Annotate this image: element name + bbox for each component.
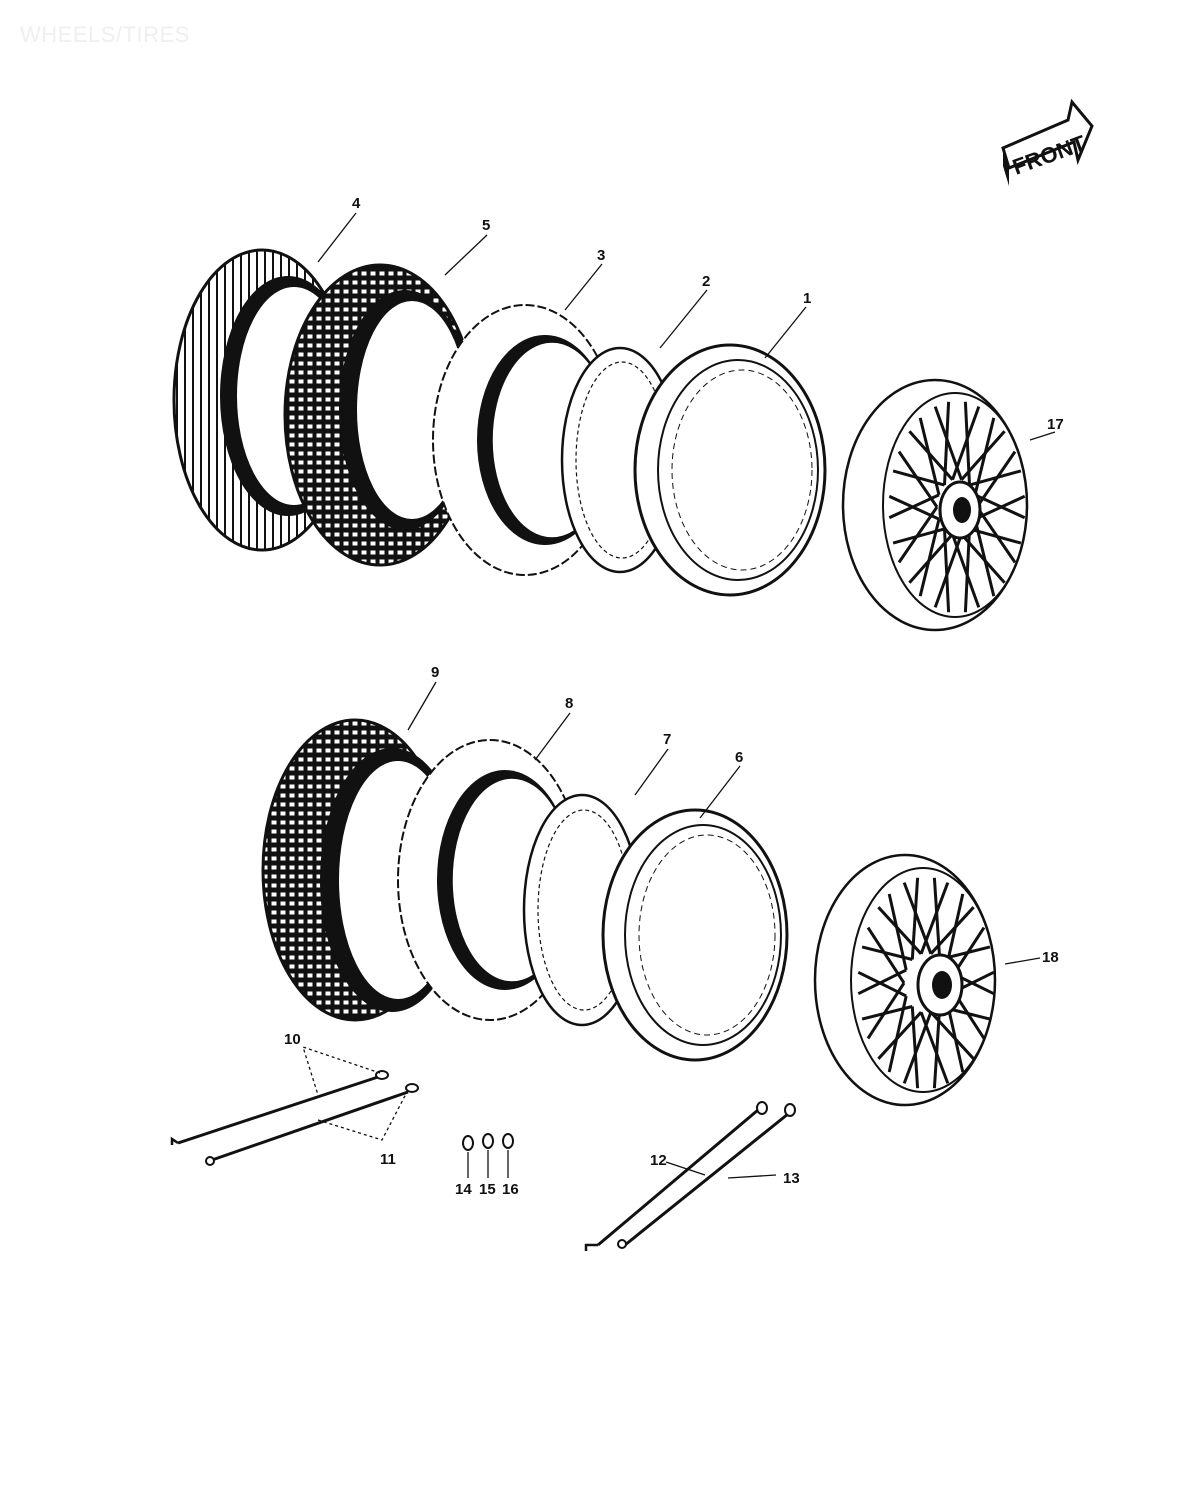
spoke-line xyxy=(857,968,907,996)
rear-rim xyxy=(601,808,789,1062)
callout-2: 2 xyxy=(702,273,710,290)
spoke-nipples xyxy=(462,1133,514,1151)
callout-6: 6 xyxy=(735,749,743,766)
callout-12: 12 xyxy=(650,1152,667,1169)
callout-4: 4 xyxy=(352,195,361,212)
spoke-line xyxy=(973,417,996,496)
callout-18: 18 xyxy=(1042,949,1059,966)
callout-labels: 4 5 3 2 1 17 9 8 7 6 18 10 11 12 13 14 1… xyxy=(284,195,1064,1198)
leader-lines xyxy=(301,212,1056,1179)
callout-7: 7 xyxy=(663,731,671,748)
front-wheel-assembly xyxy=(172,248,1029,632)
spoke-line xyxy=(897,506,939,564)
spoke-line xyxy=(877,906,923,955)
spoke-line xyxy=(866,982,906,1040)
spoke-line xyxy=(963,401,971,486)
callout-15: 15 xyxy=(479,1181,496,1198)
front-rim xyxy=(633,343,827,597)
front-direction-badge: FRONT xyxy=(1001,98,1094,186)
callout-10: 10 xyxy=(284,1031,301,1048)
callout-5: 5 xyxy=(482,217,490,234)
callout-9: 9 xyxy=(431,664,439,681)
spoke-line xyxy=(933,406,963,481)
front-tire-block-tread xyxy=(283,263,477,567)
page-title: WHEELS/TIRES xyxy=(20,22,190,47)
rear-wheel-assembly xyxy=(261,718,997,1107)
spoke-line xyxy=(888,493,940,520)
spoke-line xyxy=(918,518,941,597)
callout-1: 1 xyxy=(803,290,811,307)
spoke-line xyxy=(969,527,1022,545)
front-spoked-wheel xyxy=(841,378,1029,632)
spoke-line xyxy=(929,1011,975,1060)
callout-13: 13 xyxy=(783,1170,800,1187)
spoke-line xyxy=(902,882,933,955)
callout-17: 17 xyxy=(1047,416,1064,433)
spoke-set-right xyxy=(584,1101,796,1251)
spoke-line xyxy=(974,493,1026,520)
callout-11: 11 xyxy=(380,1151,396,1168)
spoke-line xyxy=(960,533,1006,584)
spoke-line xyxy=(943,528,951,613)
spoke-line xyxy=(887,995,908,1073)
callout-16: 16 xyxy=(502,1181,519,1198)
spoke-line xyxy=(951,533,981,608)
callout-14: 14 xyxy=(455,1181,472,1198)
spoke-line xyxy=(892,469,945,487)
spoke-line xyxy=(932,877,942,960)
callout-8: 8 xyxy=(565,695,573,712)
callout-3: 3 xyxy=(597,247,605,264)
spoke-line xyxy=(919,1011,950,1084)
spoke-line xyxy=(910,1006,920,1089)
front-badge-label: FRONT xyxy=(1009,130,1089,180)
spoke-line xyxy=(908,430,954,481)
rear-spoked-wheel xyxy=(813,853,997,1107)
spoke-line xyxy=(861,945,913,961)
